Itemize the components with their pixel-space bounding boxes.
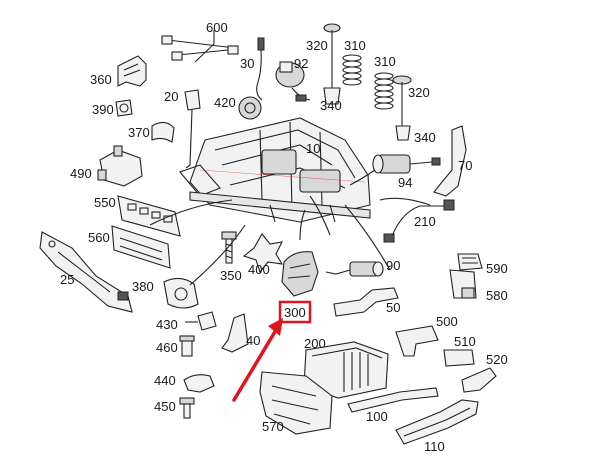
label-92: 92 <box>294 56 308 71</box>
clip-440-part <box>183 374 215 393</box>
spring-assembly-left <box>323 23 362 105</box>
label-460: 460 <box>156 340 178 355</box>
label-70: 70 <box>458 158 472 173</box>
rail-70-part <box>433 125 467 197</box>
label-110: 110 <box>424 439 445 454</box>
track-110-part <box>395 399 479 445</box>
side-trim-25-part <box>39 231 133 313</box>
switch-510-part <box>443 349 475 367</box>
label-25: 25 <box>60 272 74 287</box>
label-570: 570 <box>262 419 284 434</box>
label-50: 50 <box>386 300 400 315</box>
bracket-360-part <box>117 55 147 87</box>
label-340-top: 340 <box>320 98 342 113</box>
seat-frame-part <box>179 117 371 223</box>
mount-500-part <box>395 325 439 357</box>
bracket-490-part <box>97 145 143 187</box>
label-350: 350 <box>220 268 242 283</box>
switch-base-560-part <box>111 225 171 269</box>
label-360: 360 <box>90 72 112 87</box>
label-340-right: 340 <box>414 130 436 145</box>
cable-210-part <box>383 199 455 243</box>
label-380: 380 <box>132 279 154 294</box>
leader-lines <box>149 169 431 286</box>
label-370: 370 <box>128 125 150 140</box>
motor-92-part <box>275 61 311 102</box>
spring-assembly-right <box>374 72 412 141</box>
bolt-350-part <box>221 231 237 264</box>
highlight-arrow <box>232 318 283 402</box>
cover-380-part <box>163 277 199 309</box>
label-520: 520 <box>486 352 508 367</box>
label-310-top: 310 <box>344 38 366 53</box>
label-200: 200 <box>304 336 326 351</box>
label-90: 90 <box>386 258 400 273</box>
label-94: 94 <box>398 175 412 190</box>
label-550: 550 <box>94 195 116 210</box>
label-320-right: 320 <box>408 85 430 100</box>
label-390: 390 <box>92 102 114 117</box>
label-510: 510 <box>454 334 476 349</box>
rail-100-part <box>347 387 439 413</box>
star-knob-400-part <box>242 233 284 274</box>
label-310-right: 310 <box>374 54 396 69</box>
knob-420-part <box>238 96 262 120</box>
bracket-50-part <box>333 287 399 317</box>
motor-90-part <box>325 261 384 277</box>
wiring-harness-part <box>161 30 239 63</box>
cover-520-part <box>461 367 497 393</box>
clip-390-part <box>115 99 133 117</box>
label-420: 420 <box>214 95 236 110</box>
switch-590-part <box>457 253 483 271</box>
lever-20-part <box>184 89 201 169</box>
cover-370-part <box>151 121 175 143</box>
connector-430-part <box>185 311 217 331</box>
label-430: 430 <box>156 317 178 332</box>
label-30: 30 <box>240 56 254 71</box>
control-unit-200-part <box>303 341 389 399</box>
label-300: 300 <box>284 305 306 320</box>
part-labels: 600 30 320 310 360 92 310 20 420 340 320… <box>60 20 508 454</box>
label-210: 210 <box>414 214 436 229</box>
bolt-450-part <box>179 397 195 419</box>
label-490: 490 <box>70 166 92 181</box>
switch-580-part <box>449 269 477 299</box>
label-400: 400 <box>248 262 270 277</box>
label-580: 580 <box>486 288 508 303</box>
label-560: 560 <box>88 230 110 245</box>
sensor-460-part <box>179 335 195 357</box>
label-600: 600 <box>206 20 228 35</box>
motor-94-part <box>372 154 441 174</box>
label-440: 440 <box>154 373 176 388</box>
label-500: 500 <box>436 314 458 329</box>
seat-module-300-part <box>281 251 319 297</box>
label-590: 590 <box>486 261 508 276</box>
cover-570-part <box>259 371 333 435</box>
bracket-40-part <box>221 313 249 353</box>
cable-30-part <box>256 37 265 101</box>
label-100: 100 <box>366 409 388 424</box>
label-10: 10 <box>306 141 320 156</box>
switch-panel-550-part <box>117 195 181 237</box>
label-450: 450 <box>154 399 176 414</box>
label-320-top: 320 <box>306 38 328 53</box>
label-20: 20 <box>164 89 178 104</box>
label-40: 40 <box>246 333 260 348</box>
highlight-box <box>278 300 312 324</box>
